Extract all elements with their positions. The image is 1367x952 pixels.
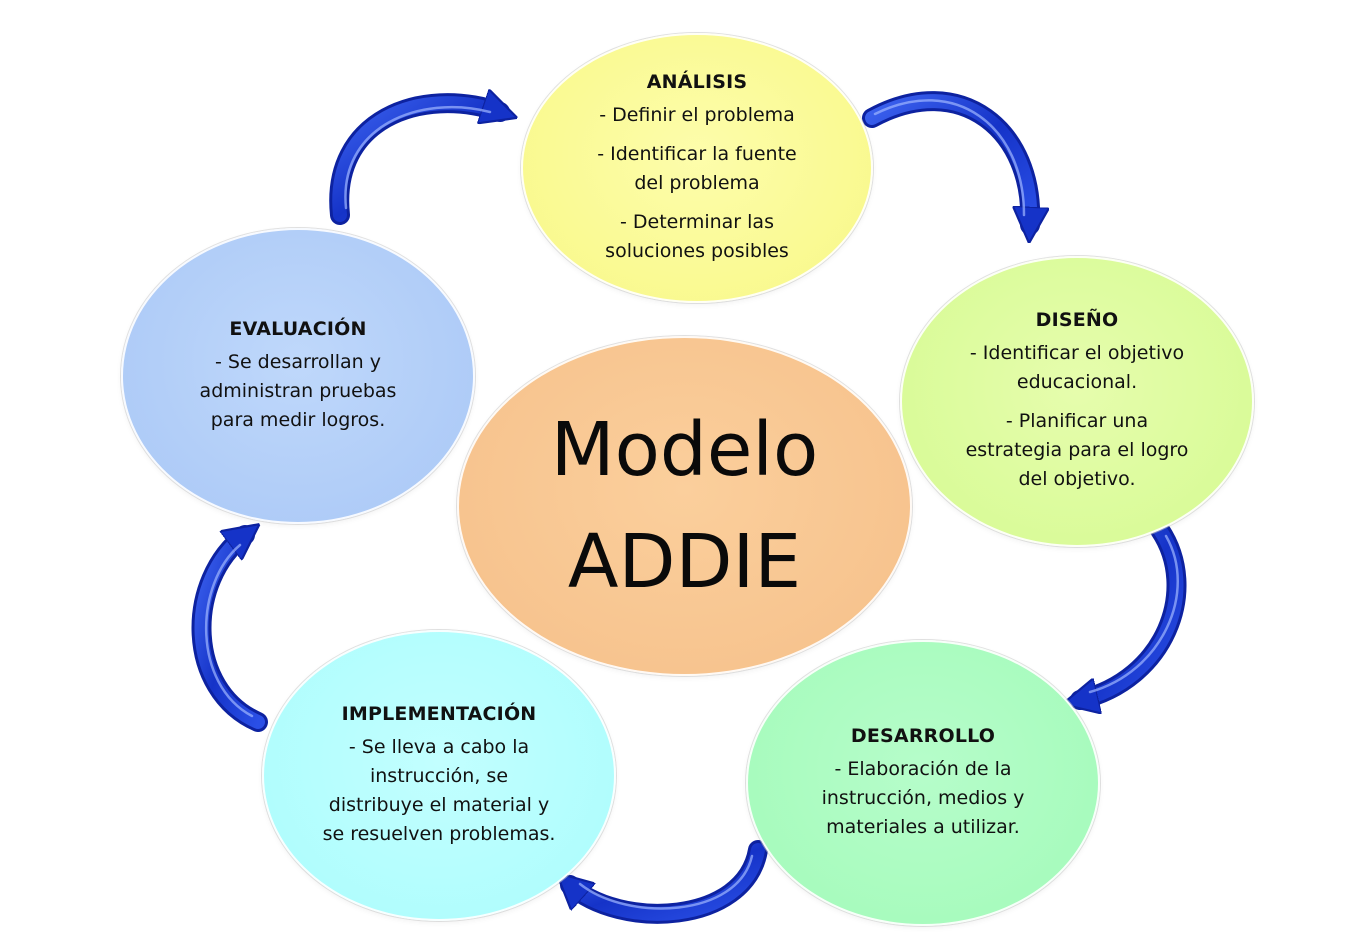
center-title-line1: Modelo — [550, 407, 819, 493]
center-node-modelo-addie: Modelo ADDIE — [457, 336, 912, 676]
phase-item: - Identificar el objetivo educacional. — [969, 342, 1185, 393]
phase-item: - Se desarrollan y administran pruebas p… — [199, 350, 397, 431]
arrow-analisis-to-diseno — [862, 91, 1041, 235]
phase-item: - Definir el problema — [599, 103, 795, 126]
phase-node-diseno: DISEÑO - Identificar el objetivo educaci… — [900, 256, 1254, 547]
phase-node-desarrollo: DESARROLLO - Elaboración de la instrucci… — [746, 640, 1100, 926]
phase-item: - Elaboración de la instrucción, medios … — [821, 757, 1025, 838]
phase-node-evaluacion: EVALUACIÓN - Se desarrollan y administra… — [121, 228, 475, 524]
phase-title: DESARROLLO — [850, 724, 996, 747]
phase-node-implementacion: IMPLEMENTACIÓN - Se lleva a cabo la inst… — [262, 630, 616, 921]
phase-node-analisis: ANÁLISIS - Definir el problema - Identif… — [521, 33, 873, 303]
phase-title: ANÁLISIS — [646, 70, 748, 93]
center-title-line2: ADDIE — [567, 519, 802, 605]
arrow-evaluacion-to-analisis — [329, 93, 510, 225]
phase-item: - Determinar las soluciones posibles — [605, 210, 789, 262]
phase-item: - Identificar la fuente del problema — [597, 142, 797, 194]
phase-title: DISEÑO — [1035, 309, 1119, 331]
phase-title: IMPLEMENTACIÓN — [341, 702, 537, 725]
phase-title: EVALUACIÓN — [229, 317, 367, 340]
phase-item: - Se lleva a cabo la instrucción, se dis… — [322, 735, 556, 845]
phase-item: - Planificar una estrategia para el logr… — [965, 410, 1189, 490]
